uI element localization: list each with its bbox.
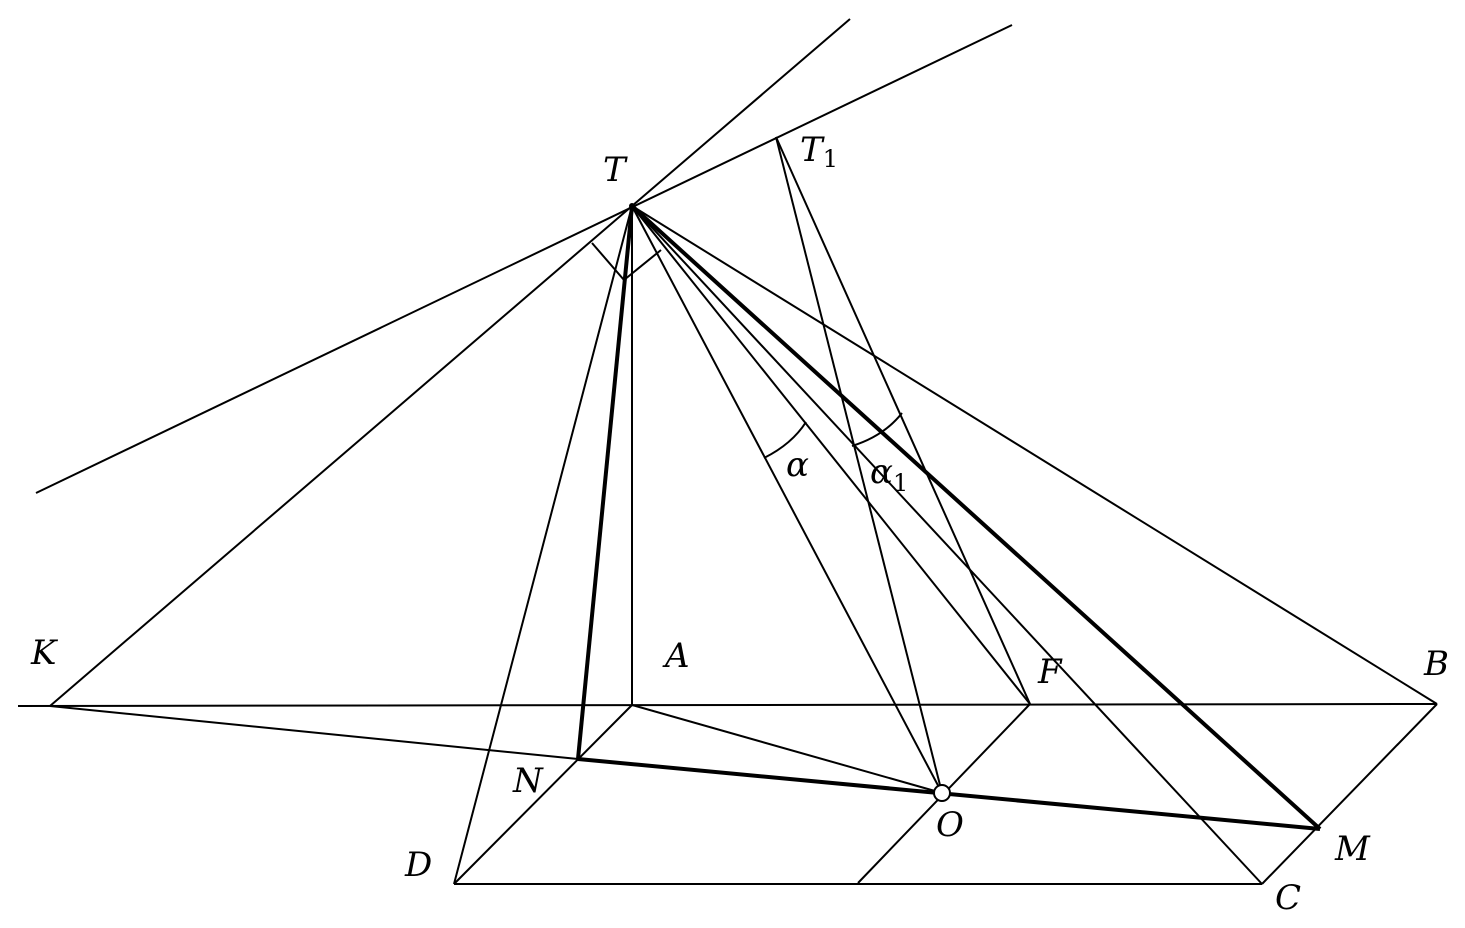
label-alpha: α (786, 445, 809, 485)
label-c: C (1275, 878, 1301, 918)
label-b: B (1423, 644, 1449, 684)
segment-a-o (631, 704, 943, 794)
label-t1: T1 (800, 130, 838, 173)
segment-a-d (453, 704, 633, 885)
label-t1-sub: 1 (823, 145, 838, 173)
label-m: M (1334, 829, 1371, 869)
segment-t1-f (775, 136, 1031, 705)
label-t1-base: T (800, 130, 825, 170)
label-d: D (404, 845, 432, 885)
label-alpha1-base: α (870, 452, 893, 492)
label-a: A (662, 636, 690, 676)
label-alpha1: α1 (870, 452, 908, 497)
label-k: K (30, 633, 59, 673)
point-o-marker (933, 784, 951, 802)
segment-t1-o (775, 136, 943, 794)
point-t-dot (629, 203, 635, 209)
ray-t-up (631, 18, 851, 207)
label-o: O (936, 805, 964, 845)
segment-t-n (576, 205, 634, 760)
label-f: F (1037, 652, 1063, 692)
segment-b-c (1261, 703, 1438, 885)
segment-t-d (453, 205, 633, 885)
line-k-b (17, 703, 1438, 707)
angle-alpha-arc (763, 421, 807, 459)
label-n: N (512, 761, 544, 801)
segment-t-k (49, 205, 633, 707)
label-alpha1-sub: 1 (893, 469, 908, 497)
segment-t-f (631, 205, 1031, 705)
segment-t-m (630, 204, 1322, 831)
segment-t-o (631, 205, 943, 794)
segment-t-c (631, 205, 1263, 885)
ray-t-left-plane (35, 24, 1013, 494)
segment-t-b (631, 205, 1438, 705)
label-t: T (603, 150, 628, 190)
